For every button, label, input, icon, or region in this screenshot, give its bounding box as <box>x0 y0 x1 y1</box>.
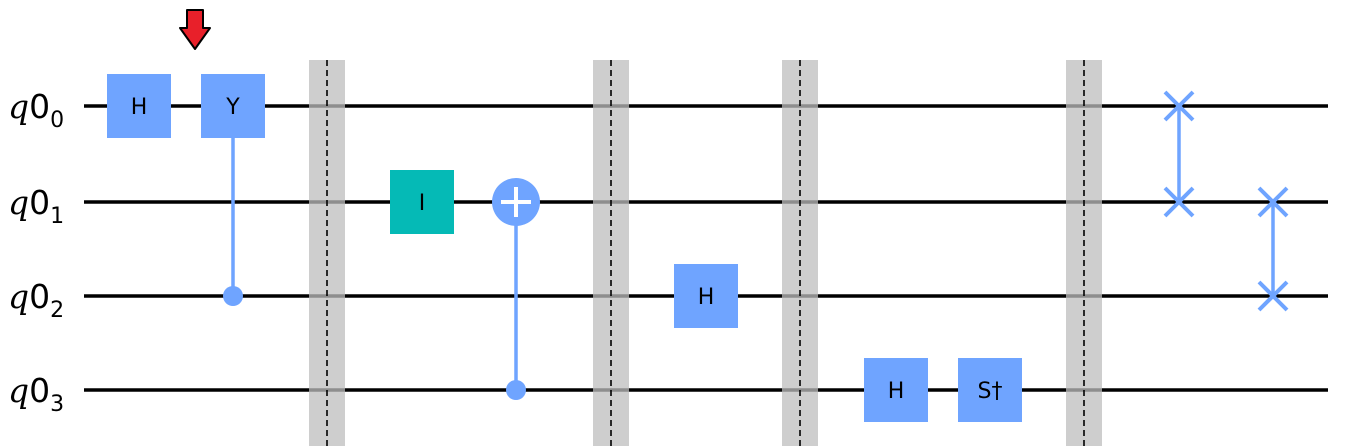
cx-target-icon <box>492 178 540 226</box>
gate-label: H <box>888 379 905 404</box>
gate-h-q0: H <box>107 74 171 138</box>
gate-h-q2: H <box>674 264 738 328</box>
qubit-label-1: q01 <box>8 183 64 229</box>
cx-gate <box>492 178 540 400</box>
qubit-label-3: q03 <box>8 371 64 417</box>
barrier-1 <box>309 60 345 446</box>
swap-x-icon <box>1257 280 1289 312</box>
swap-x-icon <box>1257 186 1289 218</box>
down-arrow-icon <box>179 9 211 50</box>
swap-gate-q0-q1 <box>1163 90 1195 218</box>
barrier-4 <box>1066 60 1102 446</box>
qubit-wires <box>84 104 1328 392</box>
qubit-label-0: q00 <box>8 87 64 133</box>
gate-i-q1: I <box>390 170 454 234</box>
qubit-labels: q00 q01 q02 q03 <box>8 87 64 417</box>
control-dot <box>223 286 243 306</box>
barrier-3 <box>782 60 818 446</box>
qubit-label-2: q02 <box>8 277 64 323</box>
gate-label: Y <box>225 95 240 120</box>
swap-gate-q1-q2 <box>1257 186 1289 312</box>
gate-label: H <box>698 285 715 310</box>
swap-x-icon <box>1163 90 1195 122</box>
barrier-2 <box>593 60 629 446</box>
control-dot <box>506 380 526 400</box>
swap-x-icon <box>1163 186 1195 218</box>
gate-sdg-q3: S† <box>958 358 1022 422</box>
gate-y-q0: Y <box>201 74 265 138</box>
gate-label: S† <box>978 379 1003 404</box>
gate-label: H <box>131 95 148 120</box>
gate-label: I <box>419 191 426 216</box>
gate-h-q3: H <box>864 358 928 422</box>
